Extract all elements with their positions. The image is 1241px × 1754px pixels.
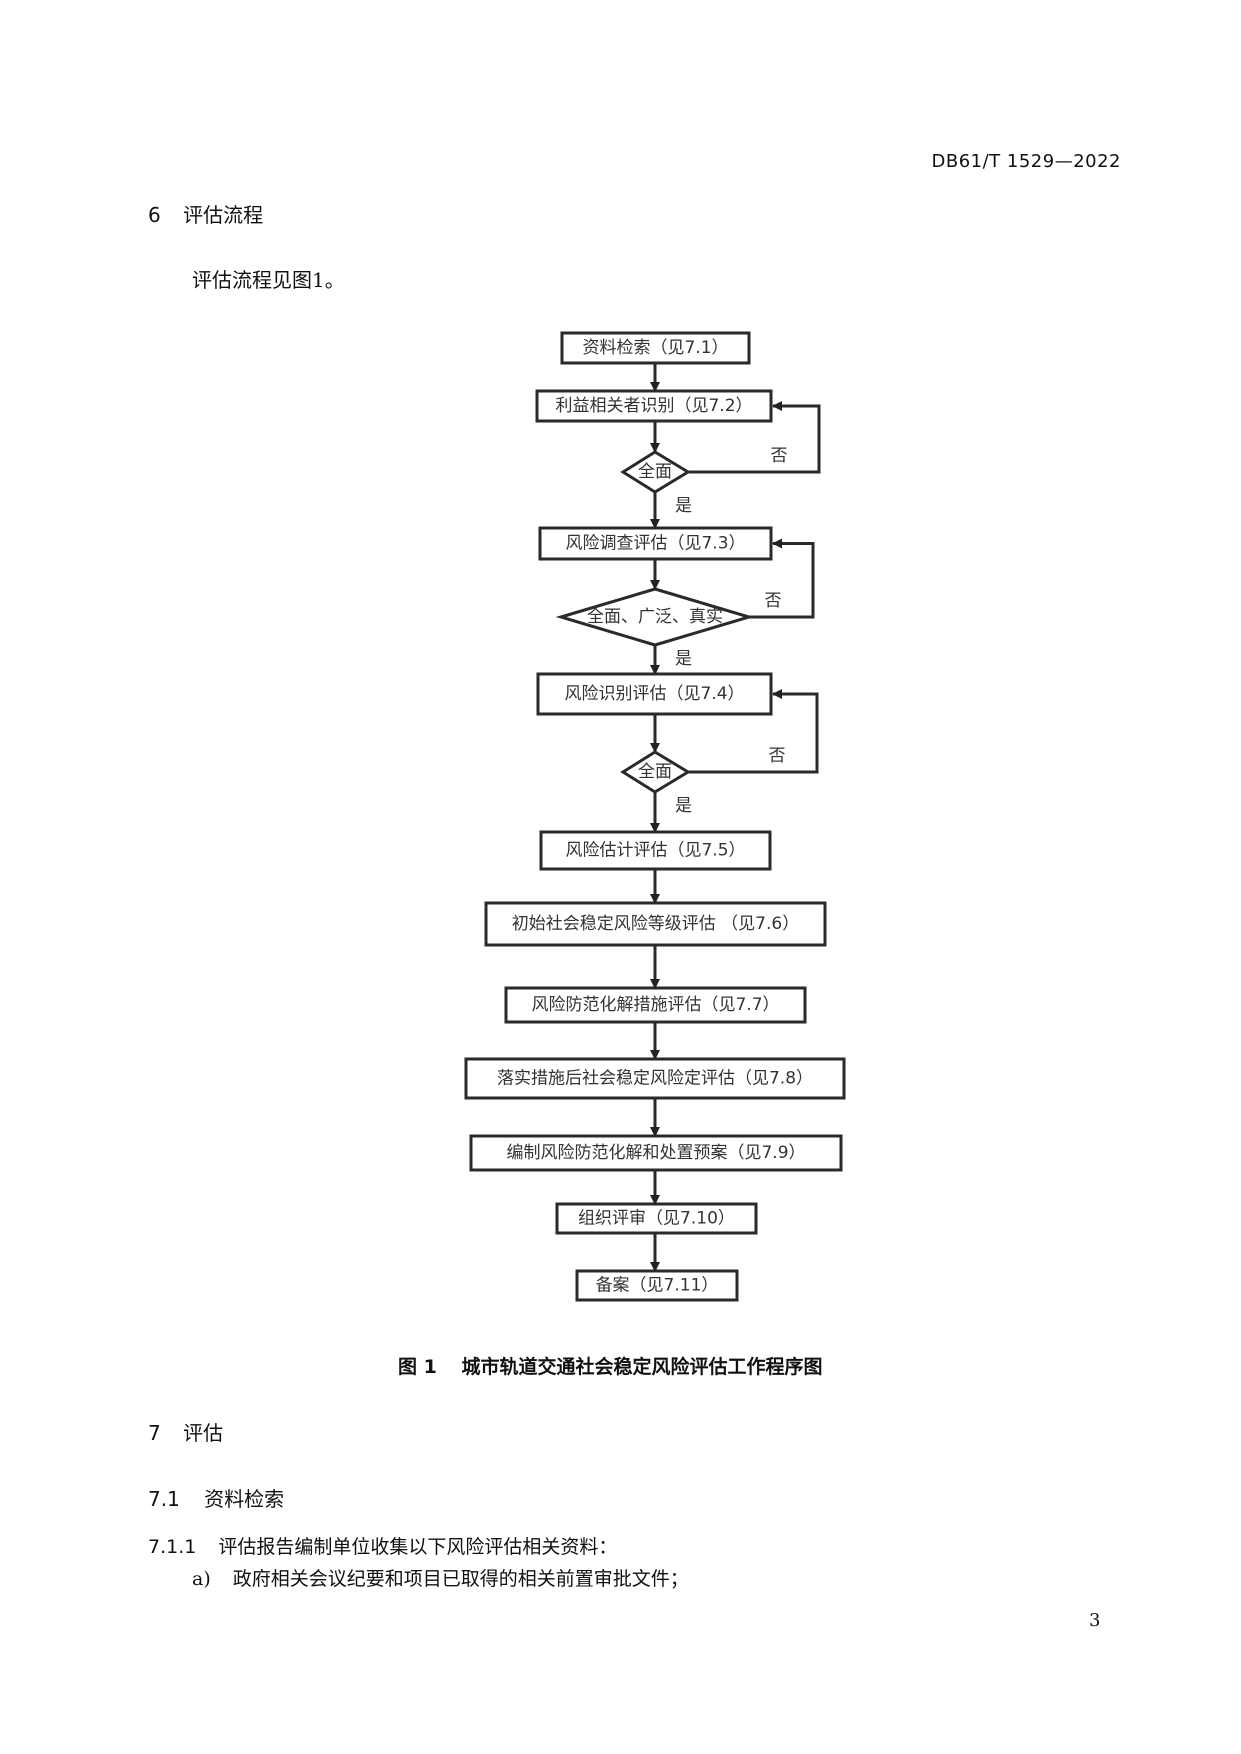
section-6-heading: 6 评估流程 <box>148 205 263 225</box>
process-step-label: 风险防范化解措施评估（见7.7） <box>531 995 779 1015</box>
process-step-label: 备案（见7.11） <box>596 1276 719 1296</box>
section-title: 评估流程 <box>183 203 264 227</box>
document-number: DB61/T 1529—2022 <box>931 151 1121 172</box>
no-label: 否 <box>771 446 788 466</box>
clause-7-1-1: 7.1.1 评估报告编制单位收集以下风险评估相关资料： <box>148 1538 617 1557</box>
no-loop-arrow <box>688 689 819 774</box>
no-label: 否 <box>769 746 786 766</box>
yes-label: 是 <box>675 496 692 516</box>
list-text: 政府相关会议纪要和项目已取得的相关前置审批文件； <box>232 1568 689 1590</box>
yes-label: 是 <box>675 796 692 816</box>
decision-label: 全面 <box>638 462 672 482</box>
process-step-label: 初始社会稳定风险等级评估 （见7.6） <box>512 914 799 934</box>
process-step-label: 利益相关者识别（见7.2） <box>555 396 752 416</box>
figure-caption: 图 1 城市轨道交通社会稳定风险评估工作程序图 <box>398 1358 822 1377</box>
page-number: 3 <box>1089 1610 1101 1631</box>
process-step-label: 风险调查评估（见7.3） <box>565 534 745 554</box>
list-label: a) <box>192 1568 211 1590</box>
clause-number: 7.1.1 <box>148 1536 197 1558</box>
process-step-label: 资料检索（见7.1） <box>582 338 728 358</box>
list-item-a: a) 政府相关会议纪要和项目已取得的相关前置审批文件； <box>192 1570 689 1589</box>
section-title: 资料检索 <box>204 1487 285 1511</box>
section-7-1-heading: 7.1 资料检索 <box>148 1489 284 1509</box>
process-step-label: 落实措施后社会稳定风险定评估（见7.8） <box>497 1069 813 1089</box>
decision-label: 全面 <box>638 762 672 782</box>
decision-label: 全面、广泛、真实 <box>587 607 723 627</box>
no-label: 否 <box>765 591 782 611</box>
figure-number: 图 1 <box>398 1356 437 1378</box>
process-step-label: 风险估计评估（见7.5） <box>565 841 745 861</box>
figure-title: 城市轨道交通社会稳定风险评估工作程序图 <box>461 1356 823 1378</box>
yes-label: 是 <box>675 649 692 669</box>
clause-text: 评估报告编制单位收集以下风险评估相关资料： <box>218 1536 618 1558</box>
section-number: 6 <box>148 203 161 227</box>
process-step-label: 编制风险防范化解和处置预案（见7.9） <box>506 1143 805 1163</box>
process-step-label: 风险识别评估（见7.4） <box>564 684 744 704</box>
section-7-heading: 7 评估 <box>148 1423 223 1443</box>
section-number: 7 <box>148 1421 161 1445</box>
section-number: 7.1 <box>148 1487 180 1511</box>
section-6-body: 评估流程见图1。 <box>192 268 345 292</box>
no-loop-arrow <box>688 401 821 474</box>
section-title: 评估 <box>183 1421 224 1445</box>
no-loop-arrow <box>749 538 815 619</box>
process-step-label: 组织评审（见7.10） <box>578 1209 735 1229</box>
